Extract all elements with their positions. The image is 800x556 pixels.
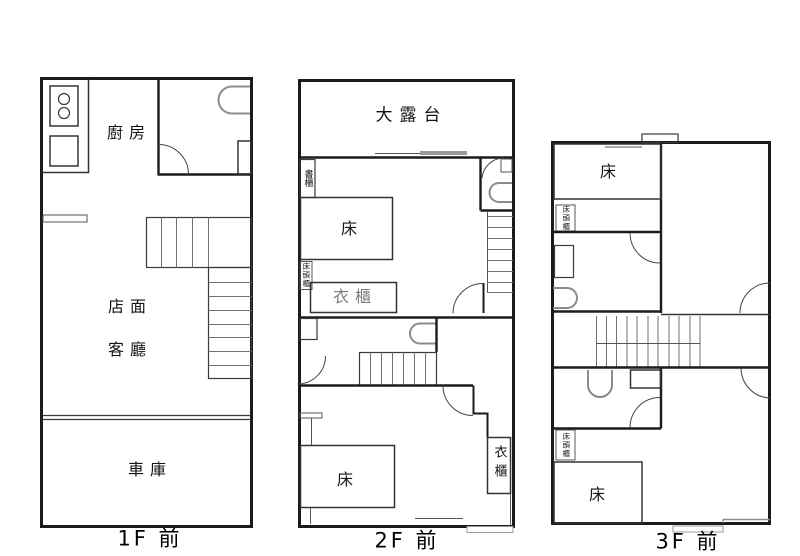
label-bed: 床	[336, 470, 354, 489]
2f-outer-wall	[298, 79, 515, 528]
toilet-icon	[553, 287, 578, 309]
label-nightstand: 床頭櫃	[561, 432, 571, 458]
door-arc	[740, 367, 771, 399]
stove-burner-icon	[57, 106, 71, 120]
floor-title-1f: 1F 前	[117, 526, 183, 551]
door-arc	[739, 282, 771, 314]
label-nightstand: 床頭櫃	[301, 262, 311, 288]
bed-box	[299, 196, 394, 261]
door-arc	[629, 397, 661, 428]
2f-step-wall	[472, 385, 489, 437]
2f-stairs-mid	[358, 351, 438, 387]
cabinet-box	[553, 244, 575, 279]
3f-wall-step	[722, 518, 770, 523]
room-label-store: 店面	[107, 297, 153, 316]
floor-title-2f: 2F 前	[374, 528, 440, 553]
bed-box	[553, 461, 643, 524]
room-label-garage: 車庫	[127, 460, 173, 479]
entry-step	[466, 526, 514, 533]
toilet-icon	[587, 370, 613, 398]
door-arc	[442, 385, 474, 416]
door-arc	[481, 157, 505, 179]
bed-box	[299, 444, 396, 509]
floor-1f	[40, 77, 253, 528]
wardrobe-box	[486, 436, 512, 495]
toilet-icon	[488, 182, 512, 203]
stair-treads	[487, 216, 513, 293]
label-bed: 床	[599, 162, 617, 181]
room-label-living: 客廳	[107, 340, 153, 359]
label-wardrobe: 衣櫃	[332, 287, 378, 306]
1f-wall-shelf	[42, 214, 88, 223]
label-wardrobe: 衣櫃	[491, 445, 507, 483]
1f-stairs-upper-run	[145, 216, 253, 269]
stair-treads	[370, 352, 426, 386]
label-bed: 床	[340, 219, 358, 238]
2f-wall-shelf	[299, 412, 323, 419]
stair-treads	[596, 316, 701, 367]
stove-burner-icon	[57, 92, 71, 106]
stair-treads	[208, 282, 252, 366]
toilet-icon	[409, 322, 436, 345]
2f-bathroom-walls	[479, 157, 513, 212]
floor-title-3f: 3F 前	[655, 529, 721, 554]
1f-bathroom-walls	[157, 79, 251, 176]
stair-treads	[161, 217, 209, 268]
1f-kitchen-counter	[42, 79, 90, 174]
room-label-kitchen: 廚房	[106, 123, 152, 142]
bed-box	[553, 143, 662, 200]
nightstand-box	[555, 429, 576, 461]
wardrobe-box	[309, 281, 398, 314]
bath-sink-icon	[237, 140, 252, 175]
label-nightstand: 床頭櫃	[561, 205, 571, 231]
door-arc	[452, 283, 484, 314]
nightstand-box	[299, 261, 313, 290]
entry-step	[672, 525, 724, 533]
door-arc	[297, 355, 326, 385]
door-arc	[629, 232, 661, 264]
door-arc	[158, 144, 189, 175]
stove-icon	[49, 85, 79, 127]
1f-stairs-lower-run	[207, 266, 253, 380]
garage-door-line	[43, 414, 251, 421]
floor-2f	[297, 79, 515, 533]
toilet-icon	[217, 85, 250, 115]
floor-3f	[551, 133, 771, 533]
room-label-terrace: 大露台	[375, 105, 448, 126]
cabinet-box	[299, 317, 318, 341]
kitchen-sink-icon	[49, 135, 79, 167]
label-bed: 床	[588, 485, 606, 504]
bath-sink-icon	[500, 158, 513, 173]
label-bookcase: 書櫃	[302, 169, 313, 187]
bath-sink-icon	[629, 369, 662, 389]
3f-bathroom-walls	[553, 367, 663, 430]
